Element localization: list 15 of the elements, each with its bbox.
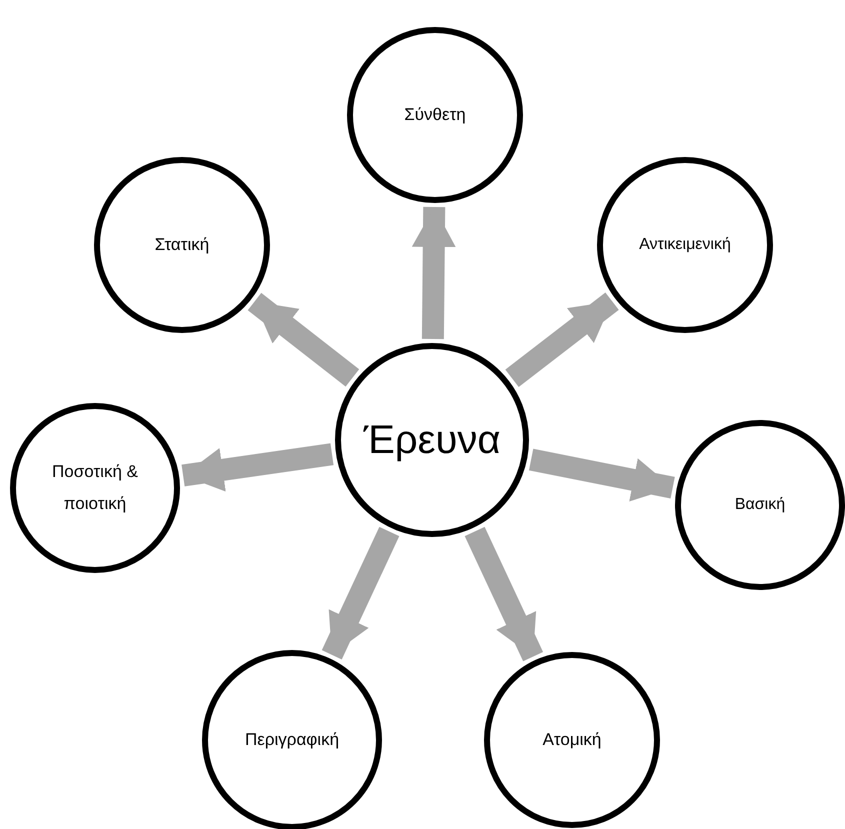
block-arrow <box>528 448 675 502</box>
block-arrow <box>505 292 619 388</box>
node-label: Ποσοτική & ποιοτική <box>51 460 139 515</box>
node-label: Περιγραφική <box>244 728 340 751</box>
node-label: Βασική <box>734 494 786 515</box>
block-arrow <box>412 206 456 340</box>
block-arrow <box>322 526 400 660</box>
block-arrow <box>464 526 544 662</box>
node-label: Στατική <box>154 234 210 256</box>
block-arrow <box>248 292 360 387</box>
node-label: Σύνθετη <box>404 104 466 126</box>
node-label: Αντικειμενική <box>639 234 731 255</box>
block-arrow <box>182 443 334 492</box>
node-label: Έρευνα <box>364 417 500 464</box>
node-label: Ατομική <box>542 728 602 751</box>
